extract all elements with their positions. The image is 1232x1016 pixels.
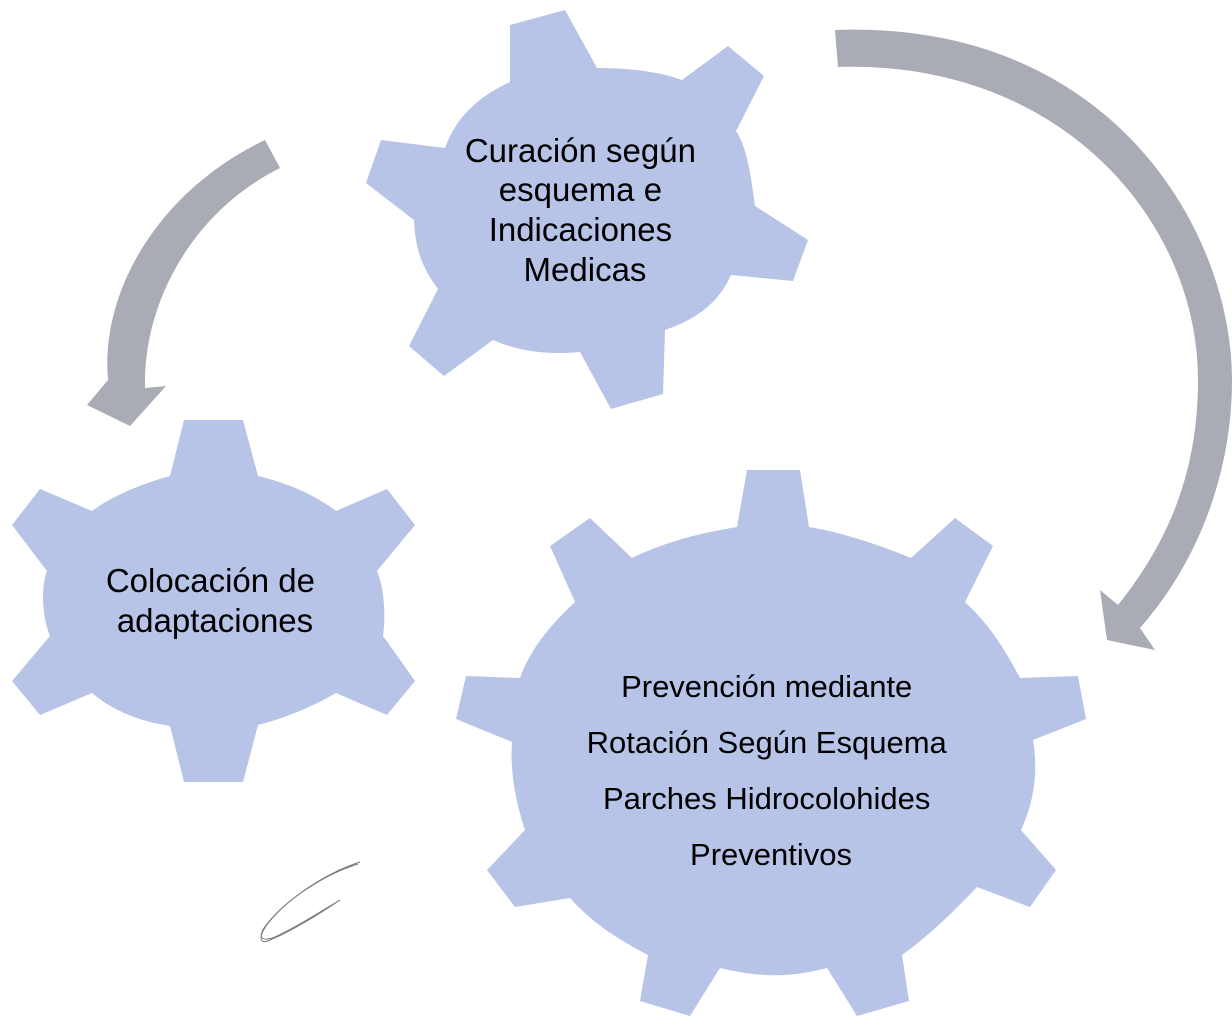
gear-colocacion-label: Colocación de adaptaciones	[106, 562, 324, 639]
gear-curacion	[366, 10, 808, 409]
gear-curacion-line-2: esquema e	[499, 171, 662, 208]
gear-colocacion-line-1: Colocación de	[106, 562, 315, 599]
gear-colocacion-line-2: adaptaciones	[117, 602, 313, 639]
gear-curacion-line-4: Medicas	[524, 251, 647, 288]
cycle-arrow-right	[835, 29, 1232, 650]
cycle-arrow-left	[87, 140, 280, 426]
gear-prevencion-line-2: Rotación Según Esquema	[587, 725, 948, 760]
gear-curacion-line-1: Curación según	[465, 132, 696, 169]
gear-prevencion-line-3: Parches Hidrocolohides	[603, 781, 930, 816]
sketch-scribble	[260, 861, 361, 943]
gear-prevencion-line-1: Prevención mediante	[621, 669, 912, 704]
gear-curacion-line-3: Indicaciones	[489, 211, 672, 248]
gear-prevencion	[456, 470, 1086, 1016]
gear-prevencion-label: Prevención mediante Rotación Según Esque…	[587, 669, 956, 872]
gear-curacion-label: Curación según esquema e Indicaciones Me…	[465, 132, 705, 288]
gear-colocacion	[12, 420, 415, 782]
gear-prevencion-line-4: Preventivos	[690, 837, 852, 872]
